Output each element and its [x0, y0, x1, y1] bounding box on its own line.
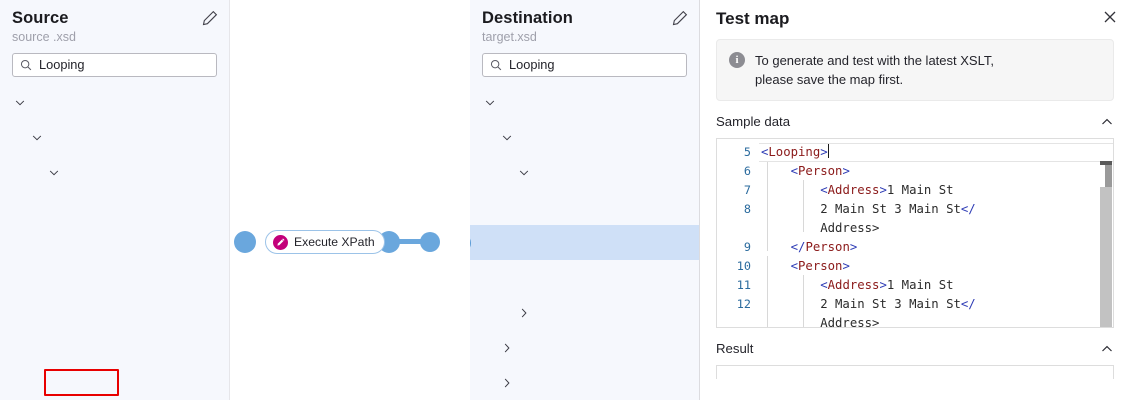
source-schema-panel: Source source .xsd Looping [0, 0, 230, 400]
tree-row[interactable] [470, 190, 699, 225]
chevron-right-icon[interactable] [518, 307, 530, 319]
connection-wire [396, 239, 426, 244]
source-search-input[interactable]: Looping [12, 53, 217, 77]
search-icon [490, 59, 502, 71]
chevron-down-icon[interactable] [31, 132, 43, 144]
editor-scrollbar-track[interactable] [1100, 187, 1112, 327]
tree-row[interactable] [470, 295, 699, 330]
editor-code-line[interactable]: 2 Main St 3 Main St</ [761, 297, 976, 311]
editor-code-line[interactable]: <Address>1 Main St [820, 278, 954, 292]
editor-code-line[interactable]: 2 Main St 3 Main St</ [761, 202, 976, 216]
editor-scrollbar-thumb[interactable] [1105, 165, 1112, 187]
indent-guide [767, 256, 768, 327]
tree-row[interactable] [0, 260, 229, 295]
text-caret [827, 144, 829, 158]
editor-line-number: 11 [736, 278, 751, 292]
execute-xpath-label: Execute XPath [294, 235, 375, 249]
pencil-icon[interactable] [201, 9, 219, 27]
connector-dot-blue[interactable] [470, 232, 471, 253]
info-icon: i [729, 52, 745, 68]
chevron-right-icon[interactable] [501, 377, 513, 389]
indent-guide [803, 180, 804, 232]
tree-row[interactable] [470, 330, 699, 365]
chevron-down-icon[interactable] [501, 132, 513, 144]
editor-code-area[interactable]: <Looping> <Person> <Address>1 Main St 2 … [759, 139, 1113, 327]
save-map-info-banner: i To generate and test with the latest X… [716, 39, 1114, 101]
connection-endpoint[interactable] [420, 232, 440, 252]
chevron-down-icon[interactable] [14, 97, 26, 109]
editor-code-line[interactable]: </Person> [790, 240, 858, 254]
result-section-header[interactable]: Result [716, 339, 1114, 359]
source-title: Source [12, 9, 69, 27]
sample-data-editor[interactable]: 5678910111213 <Looping> <Person> <Addres… [716, 138, 1114, 328]
destination-search-value: Looping [509, 57, 555, 72]
chevron-down-icon[interactable] [484, 97, 496, 109]
destination-schema-panel: Destination target.xsd Looping [470, 0, 700, 400]
chevron-down-icon[interactable] [518, 167, 530, 179]
tree-row[interactable] [470, 120, 699, 155]
destination-search-input[interactable]: Looping [482, 53, 687, 77]
destination-filename: target.xsd [482, 30, 537, 44]
tree-row[interactable] [470, 365, 699, 400]
tree-row[interactable] [470, 155, 699, 190]
tree-row[interactable] [0, 225, 229, 260]
test-map-panel: Test map i To generate and test with the… [700, 0, 1130, 400]
chevron-right-icon[interactable] [501, 342, 513, 354]
sample-data-section-header[interactable]: Sample data [716, 112, 1114, 132]
chevron-down-icon[interactable] [48, 167, 60, 179]
editor-code-line[interactable]: Address> [761, 221, 880, 235]
editor-line-numbers: 5678910111213 [717, 139, 759, 327]
editor-line-number: 6 [743, 164, 751, 178]
tree-row[interactable] [0, 120, 229, 155]
tree-row[interactable] [0, 365, 229, 400]
tree-row[interactable] [0, 85, 229, 120]
editor-code-line[interactable]: <Looping> [759, 143, 1113, 162]
info-banner-text: To generate and test with the latest XSL… [755, 53, 994, 87]
pencil-icon[interactable] [671, 9, 689, 27]
tree-row[interactable] [0, 155, 229, 190]
node-input-handle[interactable] [234, 231, 256, 253]
mapping-canvas[interactable]: Execute XPath [230, 0, 470, 400]
result-label: Result [716, 341, 754, 356]
chevron-up-icon[interactable] [1100, 115, 1114, 129]
destination-panel-header: Destination target.xsd [470, 0, 699, 45]
indent-guide [803, 275, 804, 327]
close-icon[interactable] [1102, 9, 1118, 25]
tree-row[interactable] [0, 190, 229, 225]
destination-title: Destination [482, 9, 573, 27]
editor-code-line[interactable]: Address> [761, 316, 880, 327]
indent-guide [767, 161, 768, 251]
editor-line-number: 10 [736, 259, 751, 273]
source-panel-header: Source source .xsd [0, 0, 229, 45]
editor-line-number: 8 [743, 202, 751, 216]
sample-data-label: Sample data [716, 114, 791, 129]
source-filename: source .xsd [12, 30, 76, 44]
editor-code-line[interactable]: <Address>1 Main St [820, 183, 954, 197]
editor-line-number: 7 [743, 183, 751, 197]
tree-row[interactable] [470, 85, 699, 120]
tree-row[interactable] [470, 225, 699, 260]
chevron-up-icon[interactable] [1100, 342, 1114, 356]
tree-row[interactable] [470, 260, 699, 295]
editor-line-number: 9 [743, 240, 751, 254]
search-icon [20, 59, 32, 71]
source-search-value: Looping [39, 57, 85, 72]
test-map-title: Test map [716, 9, 790, 28]
editor-code-line[interactable]: <Person> [790, 259, 850, 273]
source-tree [0, 85, 229, 400]
destination-tree [470, 85, 699, 400]
editor-scrollbar-cap [1100, 161, 1112, 165]
execute-xpath-node[interactable]: Execute XPath [265, 230, 385, 254]
result-editor[interactable] [716, 365, 1114, 379]
highlight-box [44, 369, 119, 396]
tree-row[interactable] [0, 330, 229, 365]
tree-row[interactable] [0, 295, 229, 330]
function-xpath-icon [273, 234, 288, 250]
editor-line-number: 5 [743, 145, 751, 159]
editor-line-number [717, 219, 759, 238]
editor-code-line[interactable]: <Person> [790, 164, 850, 178]
editor-line-number: 12 [736, 297, 751, 311]
editor-line-number [717, 314, 759, 327]
